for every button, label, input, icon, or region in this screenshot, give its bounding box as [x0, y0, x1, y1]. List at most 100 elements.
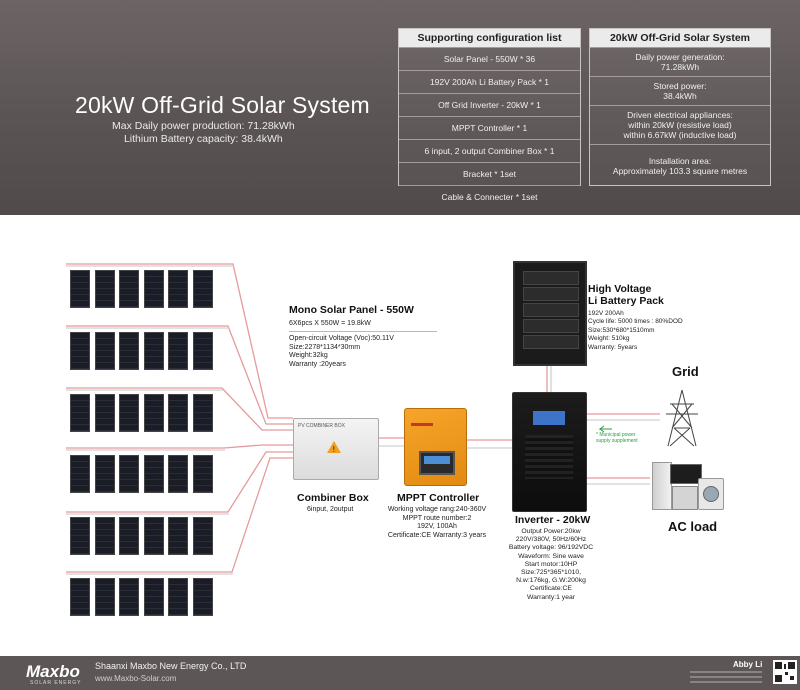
solar-panel — [192, 332, 213, 370]
solar-panel — [192, 270, 213, 308]
battery-module — [523, 319, 579, 333]
spec-area-title: Installation area: — [648, 156, 712, 166]
divider — [289, 331, 437, 332]
battery-rack-device — [513, 261, 587, 366]
battery-spec: 192V 200Ah — [588, 310, 624, 317]
contact-name: Abby Li — [733, 660, 763, 669]
solar-panel — [168, 270, 188, 308]
warning-icon: ! — [327, 441, 341, 453]
solar-panel — [143, 517, 164, 555]
company-name: Shaanxi Maxbo New Energy Co., LTD — [95, 661, 247, 671]
battery-title-1: High Voltage — [588, 283, 652, 295]
solar-panel — [70, 455, 90, 493]
config-list-table: Supporting configuration list Solar Pane… — [398, 28, 581, 202]
solar-panel — [119, 578, 139, 616]
battery-title: High Voltage Li Battery Pack — [588, 283, 664, 307]
solar-panel — [192, 517, 213, 555]
grid-note-line: * Municipal power — [596, 432, 636, 438]
solar-panel — [119, 455, 139, 493]
inverter-spec: 220V/380V, 50Hz/60Hz — [515, 536, 587, 544]
solar-panel — [192, 455, 213, 493]
battery-module — [523, 335, 579, 349]
config-item: 192V 200Ah Li Battery Pack * 1 — [399, 70, 580, 93]
combiner-box-device: PV COMBINER BOX ! — [293, 418, 379, 480]
spec-stored: Stored power: 38.4kWh — [590, 76, 770, 105]
cable-array-3 — [66, 387, 293, 431]
inverter-device — [512, 392, 587, 512]
inverter-spec: Waveform: Sine wave — [518, 552, 584, 560]
inverter-display — [533, 411, 565, 425]
solar-panel — [143, 332, 164, 370]
mppt-spec: Working voltage rang:240-360V — [387, 506, 487, 513]
header-banner: 20kW Off-Grid Solar System Max Daily pow… — [0, 0, 800, 215]
company-logo: Maxbo — [26, 662, 80, 681]
company-website[interactable]: www.Maxbo-Solar.com — [95, 674, 177, 683]
battery-spec: Cycle life: 5000 times : 80%DOD — [588, 318, 683, 326]
contact-detail — [690, 676, 762, 678]
power-tower-icon — [666, 389, 698, 447]
solar-panel — [192, 394, 213, 432]
battery-module — [523, 287, 579, 301]
solar-panel — [143, 578, 164, 616]
solar-panel — [143, 455, 164, 493]
config-item: MPPT Controller * 1 — [399, 116, 580, 139]
solar-panel — [94, 578, 115, 616]
solar-panel-spec: Warranty :20years — [289, 360, 346, 368]
cable-array-4 — [66, 444, 293, 449]
solar-panel-spec: Weight:32kg — [289, 352, 328, 360]
solar-panel — [70, 394, 90, 432]
inverter-spec: Start motor:10HP — [524, 560, 578, 568]
mppt-brand-strip — [411, 423, 433, 426]
config-item: Solar Panel - 550W * 36 — [399, 47, 580, 70]
solar-panel — [70, 270, 90, 308]
solar-panel — [70, 578, 90, 616]
battery-specs: 192V 200Ah Cycle life: 5000 times : 80%D… — [588, 310, 683, 352]
solar-panel — [143, 270, 164, 308]
solar-panel-spec: Size:2278*1134*30mm — [289, 343, 361, 351]
inverter-spec: Battery voltage: 96/192VDC — [508, 544, 594, 552]
mppt-specs: Working voltage rang:240-360V MPPT route… — [382, 506, 492, 540]
grid-note-line: supply supplement — [596, 438, 638, 444]
solar-panel — [70, 517, 90, 555]
solar-panel — [168, 394, 188, 432]
grid-supply-arrow — [598, 425, 612, 433]
solar-panel — [192, 578, 213, 616]
solar-panel — [168, 455, 188, 493]
config-list-title: Supporting configuration list — [399, 29, 580, 47]
inverter-vent — [525, 435, 573, 479]
washing-machine-icon — [698, 478, 724, 510]
system-spec-title: 20kW Off-Grid Solar System — [590, 29, 770, 47]
mppt-controller-device — [404, 408, 467, 486]
solar-panel-spec: Open-circuit Voltage (Voc):50.11V — [289, 335, 394, 342]
combiner-box-title: Combiner Box — [297, 492, 369, 504]
config-item: Bracket * 1set — [399, 162, 580, 185]
system-spec-table: 20kW Off-Grid Solar System Daily power g… — [589, 28, 771, 186]
qr-code-icon[interactable] — [773, 660, 797, 684]
company-logo-sub: SOLAR ENERGY — [30, 680, 82, 686]
header-subtitle: Max Daily power production: 71.28kWh Lit… — [112, 120, 295, 146]
battery-spec: Warranty: 5years — [588, 343, 638, 351]
battery-capacity: Lithium Battery capacity: 38.4kWh — [123, 133, 283, 145]
solar-panel — [143, 394, 164, 432]
cable-array-6 — [66, 457, 293, 573]
cable-array-5 — [66, 451, 293, 513]
solar-panel — [168, 517, 188, 555]
combiner-box-label: PV COMBINER BOX — [298, 423, 345, 429]
config-item: 6 input, 2 output Combiner Box * 1 — [399, 139, 580, 162]
solar-panel — [94, 332, 115, 370]
page-title: 20kW Off-Grid Solar System — [75, 92, 370, 118]
refrigerator-icon — [652, 462, 672, 510]
battery-title-2: Li Battery Pack — [588, 295, 664, 307]
svg-text:!: ! — [332, 445, 335, 453]
inverter-spec: Output Power:20kw — [521, 528, 581, 535]
battery-spec: Size:530*680*1510mm — [588, 326, 655, 334]
wiring-diagram — [66, 263, 660, 575]
inverter-spec: Warranty:1 year — [526, 593, 576, 601]
inverter-specs: Output Power:20kw 220V/380V, 50Hz/60Hz B… — [487, 528, 615, 602]
solar-panel — [168, 332, 188, 370]
solar-panel — [94, 270, 115, 308]
solar-panel — [94, 394, 115, 432]
solar-panel-specs: Open-circuit Voltage (Voc):50.11V Size:2… — [289, 335, 394, 369]
solar-panel — [168, 578, 188, 616]
solar-panel — [94, 455, 115, 493]
